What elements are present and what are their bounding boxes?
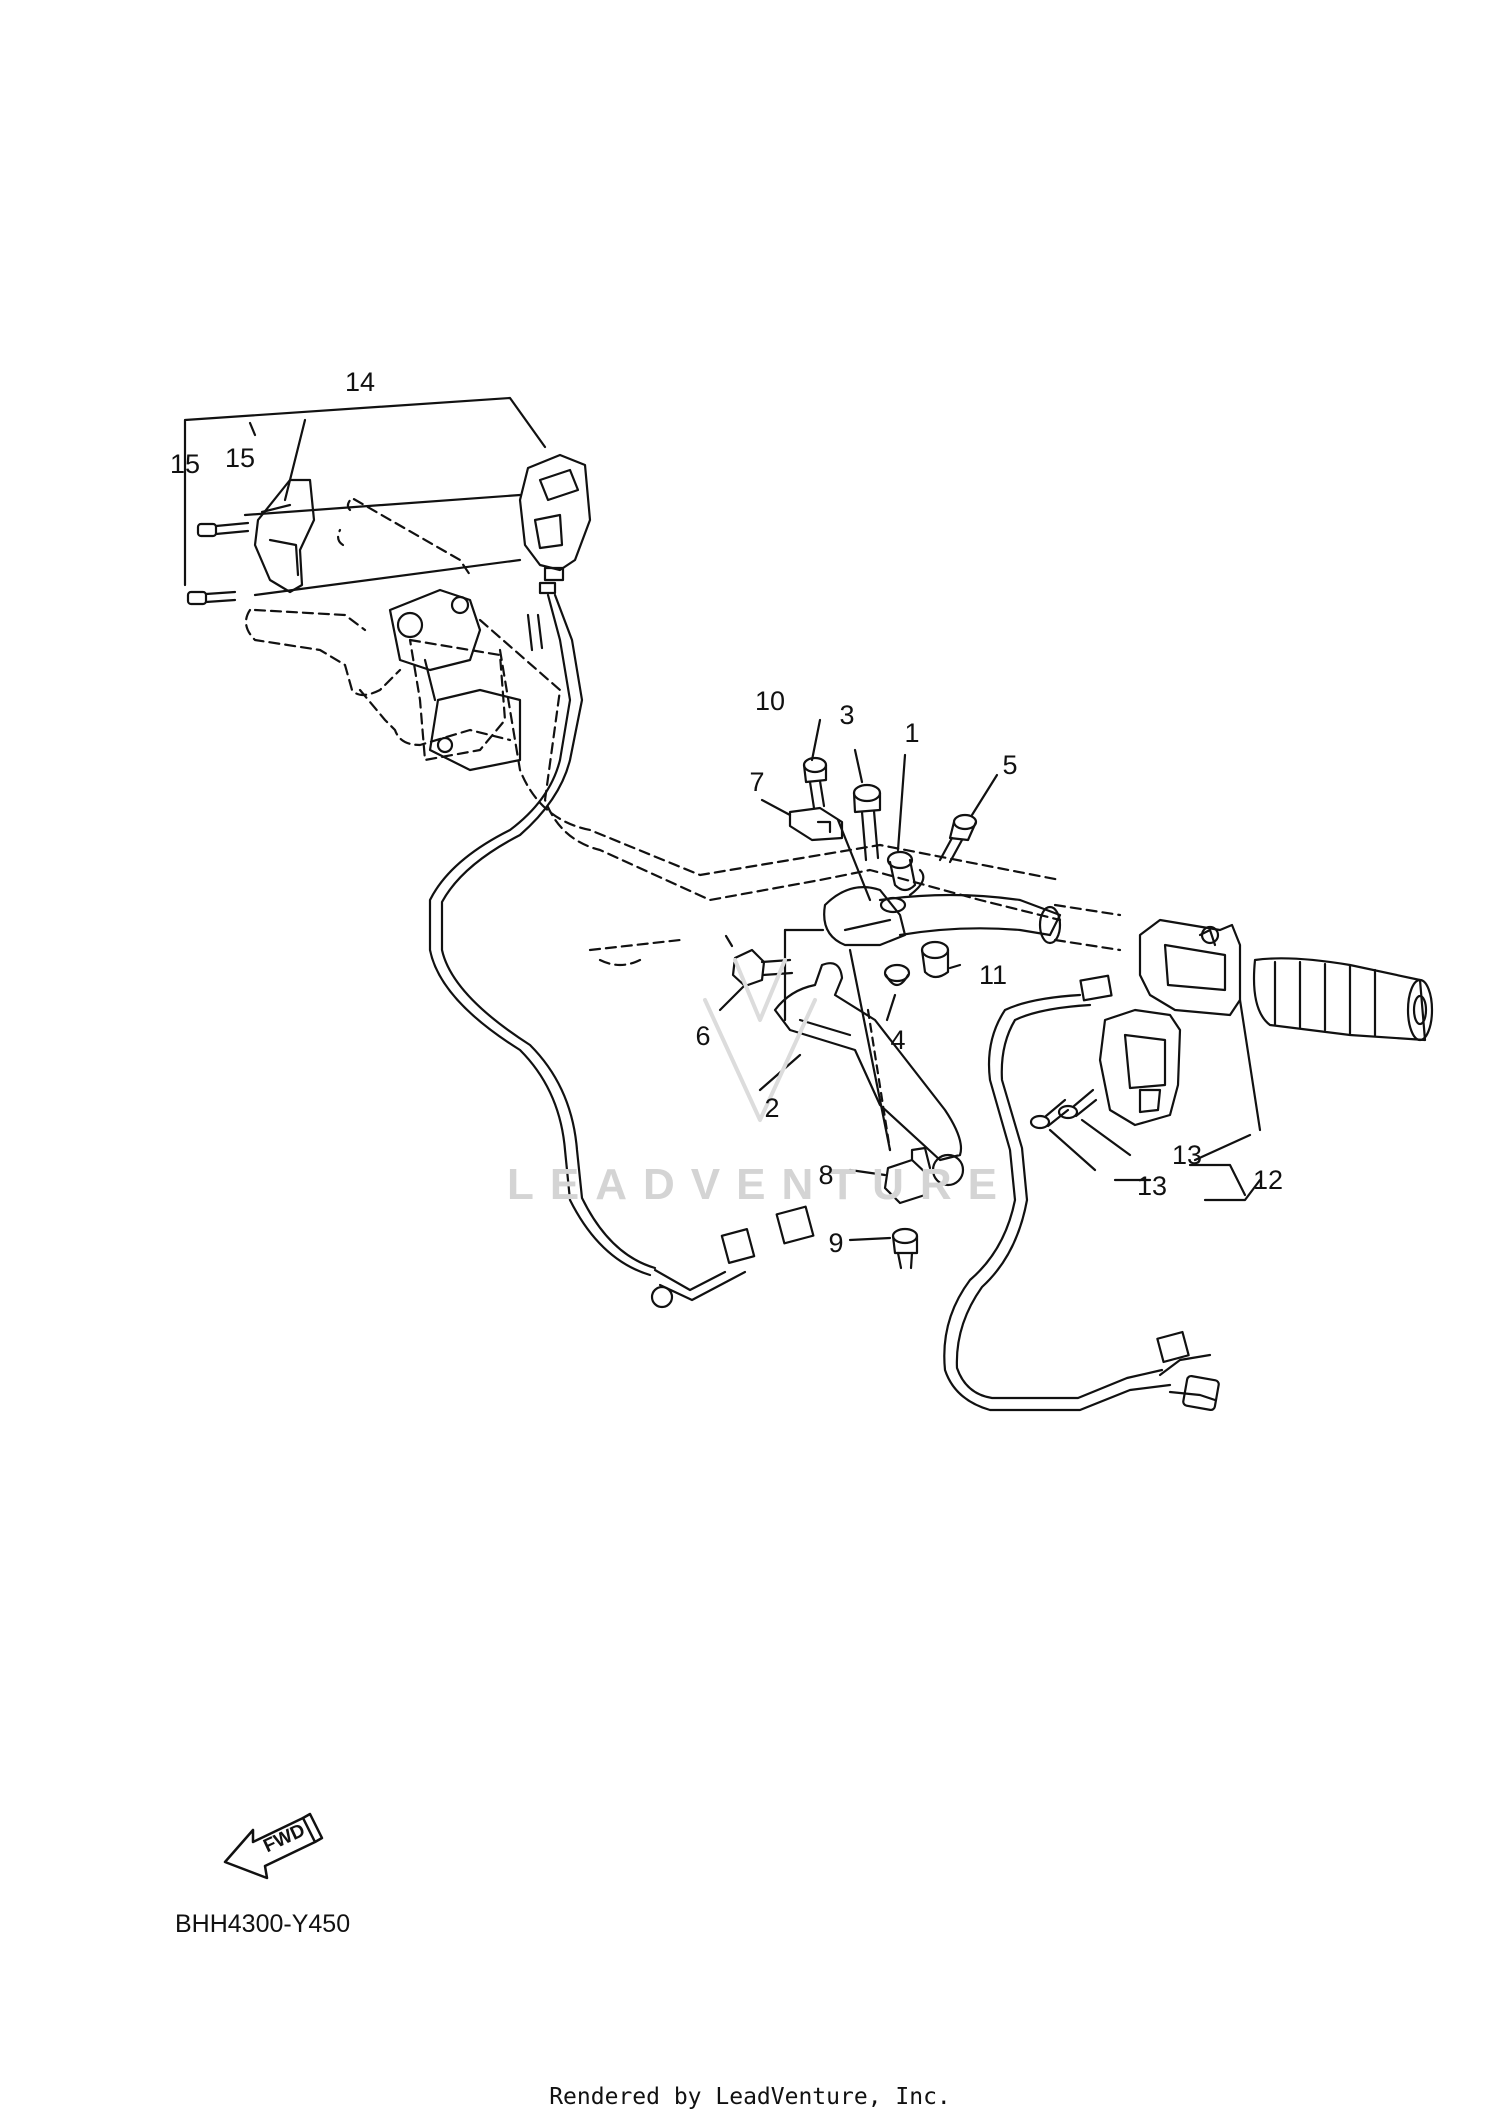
- diagram-code: BHH4300-Y450: [175, 1910, 351, 1938]
- callout-13-lower: 13: [1136, 1171, 1168, 1201]
- left-handlebar-phantom: [244, 496, 1062, 967]
- left-switch-housing-rear: [518, 453, 592, 595]
- callout-3: 3: [839, 700, 855, 730]
- callout-8: 8: [818, 1160, 834, 1190]
- left-brake-perch-assembly: [388, 588, 522, 772]
- footer-credit: Rendered by LeadVenture, Inc.: [549, 2084, 951, 2110]
- clutch-perch-bracket: [823, 886, 907, 947]
- right-grip: [1252, 957, 1434, 1042]
- bolt-10: [802, 756, 828, 810]
- right-switch-housing-lower: [1098, 1008, 1182, 1127]
- bracket-12-13: [1048, 998, 1262, 1202]
- bolt-3: [852, 783, 882, 862]
- callout-15-left: 15: [169, 449, 201, 479]
- callout-6: 6: [695, 1021, 711, 1051]
- watermark-text: LEADVENTURE: [506, 1160, 1014, 1209]
- right-switch-wiring: [943, 974, 1220, 1412]
- callout-1: 1: [904, 718, 920, 748]
- left-switch-housing-front: [253, 478, 316, 594]
- callout-12: 12: [1252, 1165, 1284, 1195]
- bushing-4: [883, 963, 911, 987]
- callout-15-right: 15: [224, 443, 256, 473]
- left-switch-wiring: [428, 593, 815, 1309]
- callout-13-upper: 13: [1171, 1140, 1203, 1170]
- callout-9: 9: [828, 1228, 844, 1258]
- screw-13-a: [1029, 1098, 1070, 1130]
- callout-5: 5: [1002, 750, 1018, 780]
- right-switch-housing-upper: [1138, 918, 1242, 1017]
- clamp-1: [886, 850, 925, 897]
- clutch-lever-2: [773, 962, 965, 1187]
- callout-2: 2: [764, 1093, 780, 1123]
- callout-7: 7: [749, 767, 765, 797]
- collar-11: [920, 940, 950, 979]
- bolt-9: [891, 1227, 919, 1270]
- right-handlebar: [878, 893, 1122, 952]
- callout-14: 14: [344, 367, 376, 397]
- callout-11: 11: [978, 960, 1008, 990]
- clip-7: [788, 806, 844, 842]
- switch-8: [883, 1146, 932, 1205]
- screw-13-b: [1057, 1088, 1098, 1120]
- watermark-logo: [703, 958, 817, 1122]
- screw-15-upper: [196, 521, 250, 538]
- bolt-5: [938, 813, 978, 864]
- forward-direction-arrow: FWD: [215, 1800, 325, 1895]
- callout-4: 4: [890, 1025, 906, 1055]
- screw-15-lower: [186, 590, 237, 606]
- callout-10: 10: [754, 686, 786, 716]
- bracket-14: [183, 396, 547, 597]
